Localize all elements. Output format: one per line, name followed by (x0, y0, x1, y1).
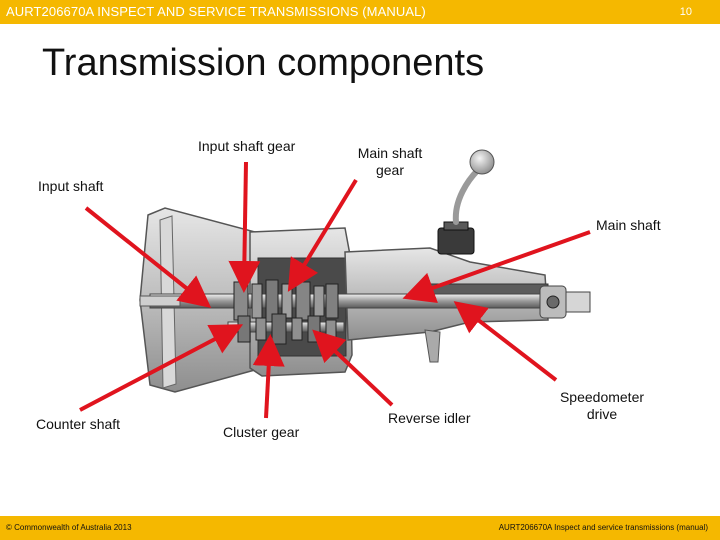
label-counter-shaft: Counter shaft (36, 416, 121, 432)
main-shaft-bar (149, 293, 561, 309)
header-bar: AURT206670A INSPECT AND SERVICE TRANSMIS… (0, 0, 720, 24)
copyright-text: © Commonwealth of Australia 2013 (6, 523, 132, 532)
label-input-shaft: Input shaft (38, 178, 104, 194)
callout-arrows (79, 161, 591, 419)
label-main-shaft: Main shaft (596, 217, 661, 233)
label-speedometer-line1: Speedometer (559, 389, 645, 405)
arrow-counter-shaft (79, 324, 244, 412)
label-speedometer-line2: drive (586, 406, 618, 422)
mount-bracket (424, 329, 441, 363)
arrow-main-shaft-gear (287, 178, 358, 292)
arrow-input-shaft (84, 206, 212, 308)
label-cluster-gear: Cluster gear (223, 424, 300, 440)
page-number: 10 (679, 6, 692, 18)
slide-title: Transmission components (42, 42, 485, 84)
label-reverse-idler: Reverse idler (388, 410, 471, 426)
shift-lever (437, 149, 495, 255)
output-yoke (539, 285, 591, 319)
label-speedometer-drive: Speedometer drive (558, 389, 646, 423)
arrow-main-shaft (402, 230, 591, 304)
arrow-speedometer-drive (453, 301, 558, 382)
arrow-cluster-gear (252, 334, 285, 419)
footer-bar: © Commonwealth of Australia 2013 AURT206… (0, 516, 720, 540)
label-main-shaft-gear: Main shaft gear (354, 145, 426, 179)
footer-course-text: AURT206670A Inspect and service transmis… (498, 523, 708, 532)
label-main-shaft-gear-line2: gear (375, 162, 405, 178)
input-shaft-spline (139, 295, 181, 307)
arrow-input-shaft-gear (228, 161, 261, 293)
label-main-shaft-gear-line1: Main shaft (357, 145, 423, 161)
label-input-shaft-gear: Input shaft gear (198, 138, 296, 154)
course-title: AURT206670A INSPECT AND SERVICE TRANSMIS… (6, 4, 426, 19)
arrow-reverse-idler (312, 329, 394, 407)
